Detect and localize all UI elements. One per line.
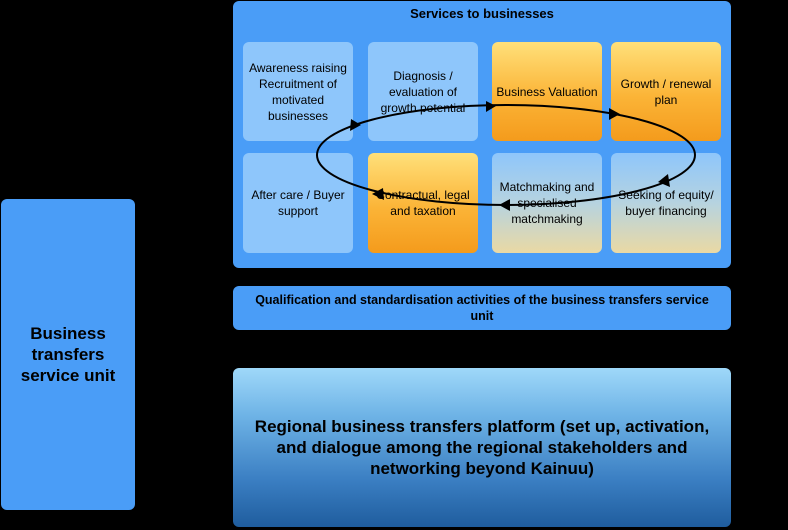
box-diagnosis: Diagnosis / evaluation of growth potenti… bbox=[368, 42, 478, 141]
box-matchmaking-label: Matchmaking and specialised matchmaking bbox=[499, 180, 595, 226]
regional-platform-label: Regional business transfers platform (se… bbox=[254, 417, 710, 478]
regional-platform-box: Regional business transfers platform (se… bbox=[233, 368, 731, 527]
box-after-care: After care / Buyer support bbox=[243, 153, 353, 253]
box-matchmaking: Matchmaking and specialised matchmaking bbox=[492, 153, 602, 253]
box-growth-plan-label: Growth / renewal plan bbox=[620, 76, 712, 107]
service-unit-label: Business transfers service unit bbox=[20, 324, 116, 385]
box-business-valuation-label: Business Valuation bbox=[496, 84, 598, 99]
box-growth-plan: Growth / renewal plan bbox=[611, 42, 721, 141]
box-diagnosis-label: Diagnosis / evaluation of growth potenti… bbox=[380, 68, 466, 115]
service-unit-box: Business transfers service unit bbox=[1, 199, 135, 510]
box-seeking-equity: Seeking of equity/ buyer financing bbox=[611, 153, 721, 253]
box-awareness-raising-label: Awareness raising Recruitment of motivat… bbox=[249, 60, 347, 123]
box-seeking-equity-label: Seeking of equity/ buyer financing bbox=[618, 188, 714, 218]
qualification-bar: Qualification and standardisation activi… bbox=[233, 286, 731, 330]
services-title: Services to businesses bbox=[410, 6, 554, 21]
box-awareness-raising: Awareness raising Recruitment of motivat… bbox=[243, 42, 353, 141]
box-business-valuation: Business Valuation bbox=[492, 42, 602, 141]
qualification-label: Qualification and standardisation activi… bbox=[255, 293, 709, 323]
box-after-care-label: After care / Buyer support bbox=[251, 188, 345, 218]
box-contractual-label: Contractual, legal and taxation bbox=[376, 188, 470, 218]
box-contractual: Contractual, legal and taxation bbox=[368, 153, 478, 253]
